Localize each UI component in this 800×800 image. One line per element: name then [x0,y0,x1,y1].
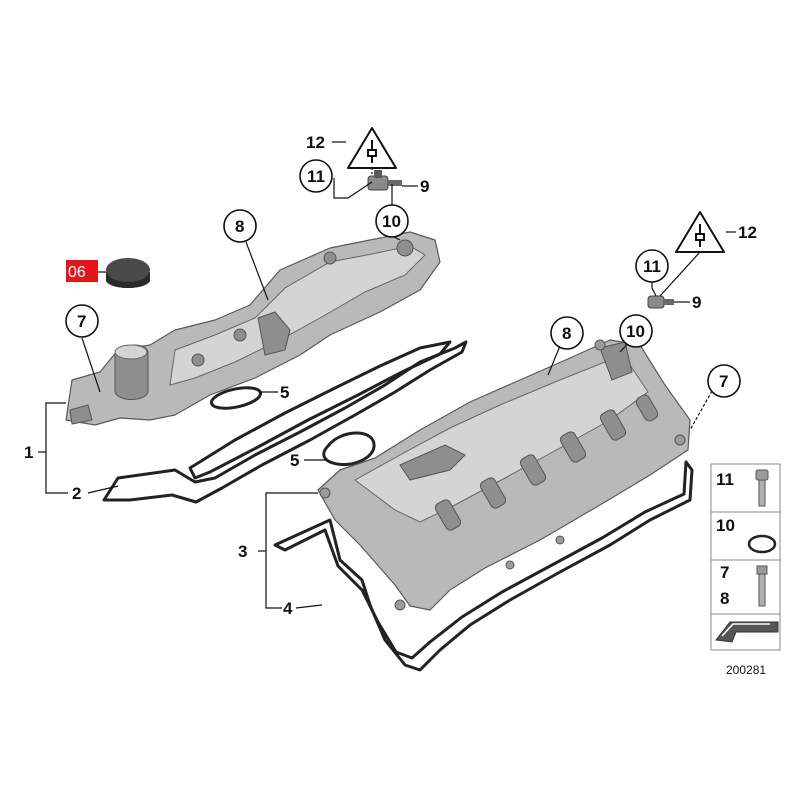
bolt-icon [755,469,769,507]
valve-cover-right [317,339,691,611]
legend-label: 8 [720,589,729,608]
callout-label: 5 [280,383,289,402]
callout-label-highlight: 06 [68,264,86,281]
seal-ring-lower [322,431,376,467]
callout-circle-11a [299,159,333,193]
callout-label: 12 [306,133,325,152]
callout-label: 5 [290,451,299,470]
warning-triangle-icon [675,211,725,253]
callout-label: 9 [420,177,429,196]
legend-label: 10 [716,516,735,535]
parts-legend: 11 10 7 8 [710,463,781,651]
sensor-upper [367,170,402,191]
callout-label: 3 [238,542,247,561]
leader-lines [38,141,736,609]
stud-bolt-icon [756,565,768,607]
highlight-box [66,260,98,282]
diagram-number: 200281 [726,663,766,677]
callout-label: 11 [643,257,661,276]
callout-circle-8b [550,316,584,350]
warning-triangle-icon [347,127,397,169]
callout-label: 10 [382,212,401,231]
callout-label: 4 [283,599,293,618]
gasket-lower [273,460,694,672]
seal-ring-upper [209,386,263,410]
sensor-lower [647,295,674,309]
callout-label: 12 [738,223,757,242]
callout-label: 8 [235,217,244,236]
arrow-icon [715,621,779,643]
callout-circle-10a [375,204,409,238]
callout-label: 8 [562,324,571,343]
valve-cover-left [65,231,441,426]
callout-circle-7a [65,304,99,338]
callout-label: 7 [719,372,728,391]
callout-label: 7 [77,312,86,331]
callout-labels: 1 2 3 4 5 5 06 7 7 8 8 9 9 10 10 11 11 1… [24,133,757,618]
callout-label: 10 [626,322,645,341]
legend-label: 7 [720,563,729,582]
callout-label: 11 [307,167,325,186]
callout-label: 2 [72,484,81,503]
callout-circle-11b [635,249,669,283]
callout-circle-8a [223,209,257,243]
gasket-upper [102,340,468,504]
callout-label: 1 [24,443,33,462]
callout-circle-7b [707,364,741,398]
oil-filler-cap [106,258,150,288]
callout-circle-10b [619,314,653,348]
callout-label: 9 [692,293,701,312]
o-ring-icon [747,534,777,554]
legend-label: 11 [716,470,734,489]
